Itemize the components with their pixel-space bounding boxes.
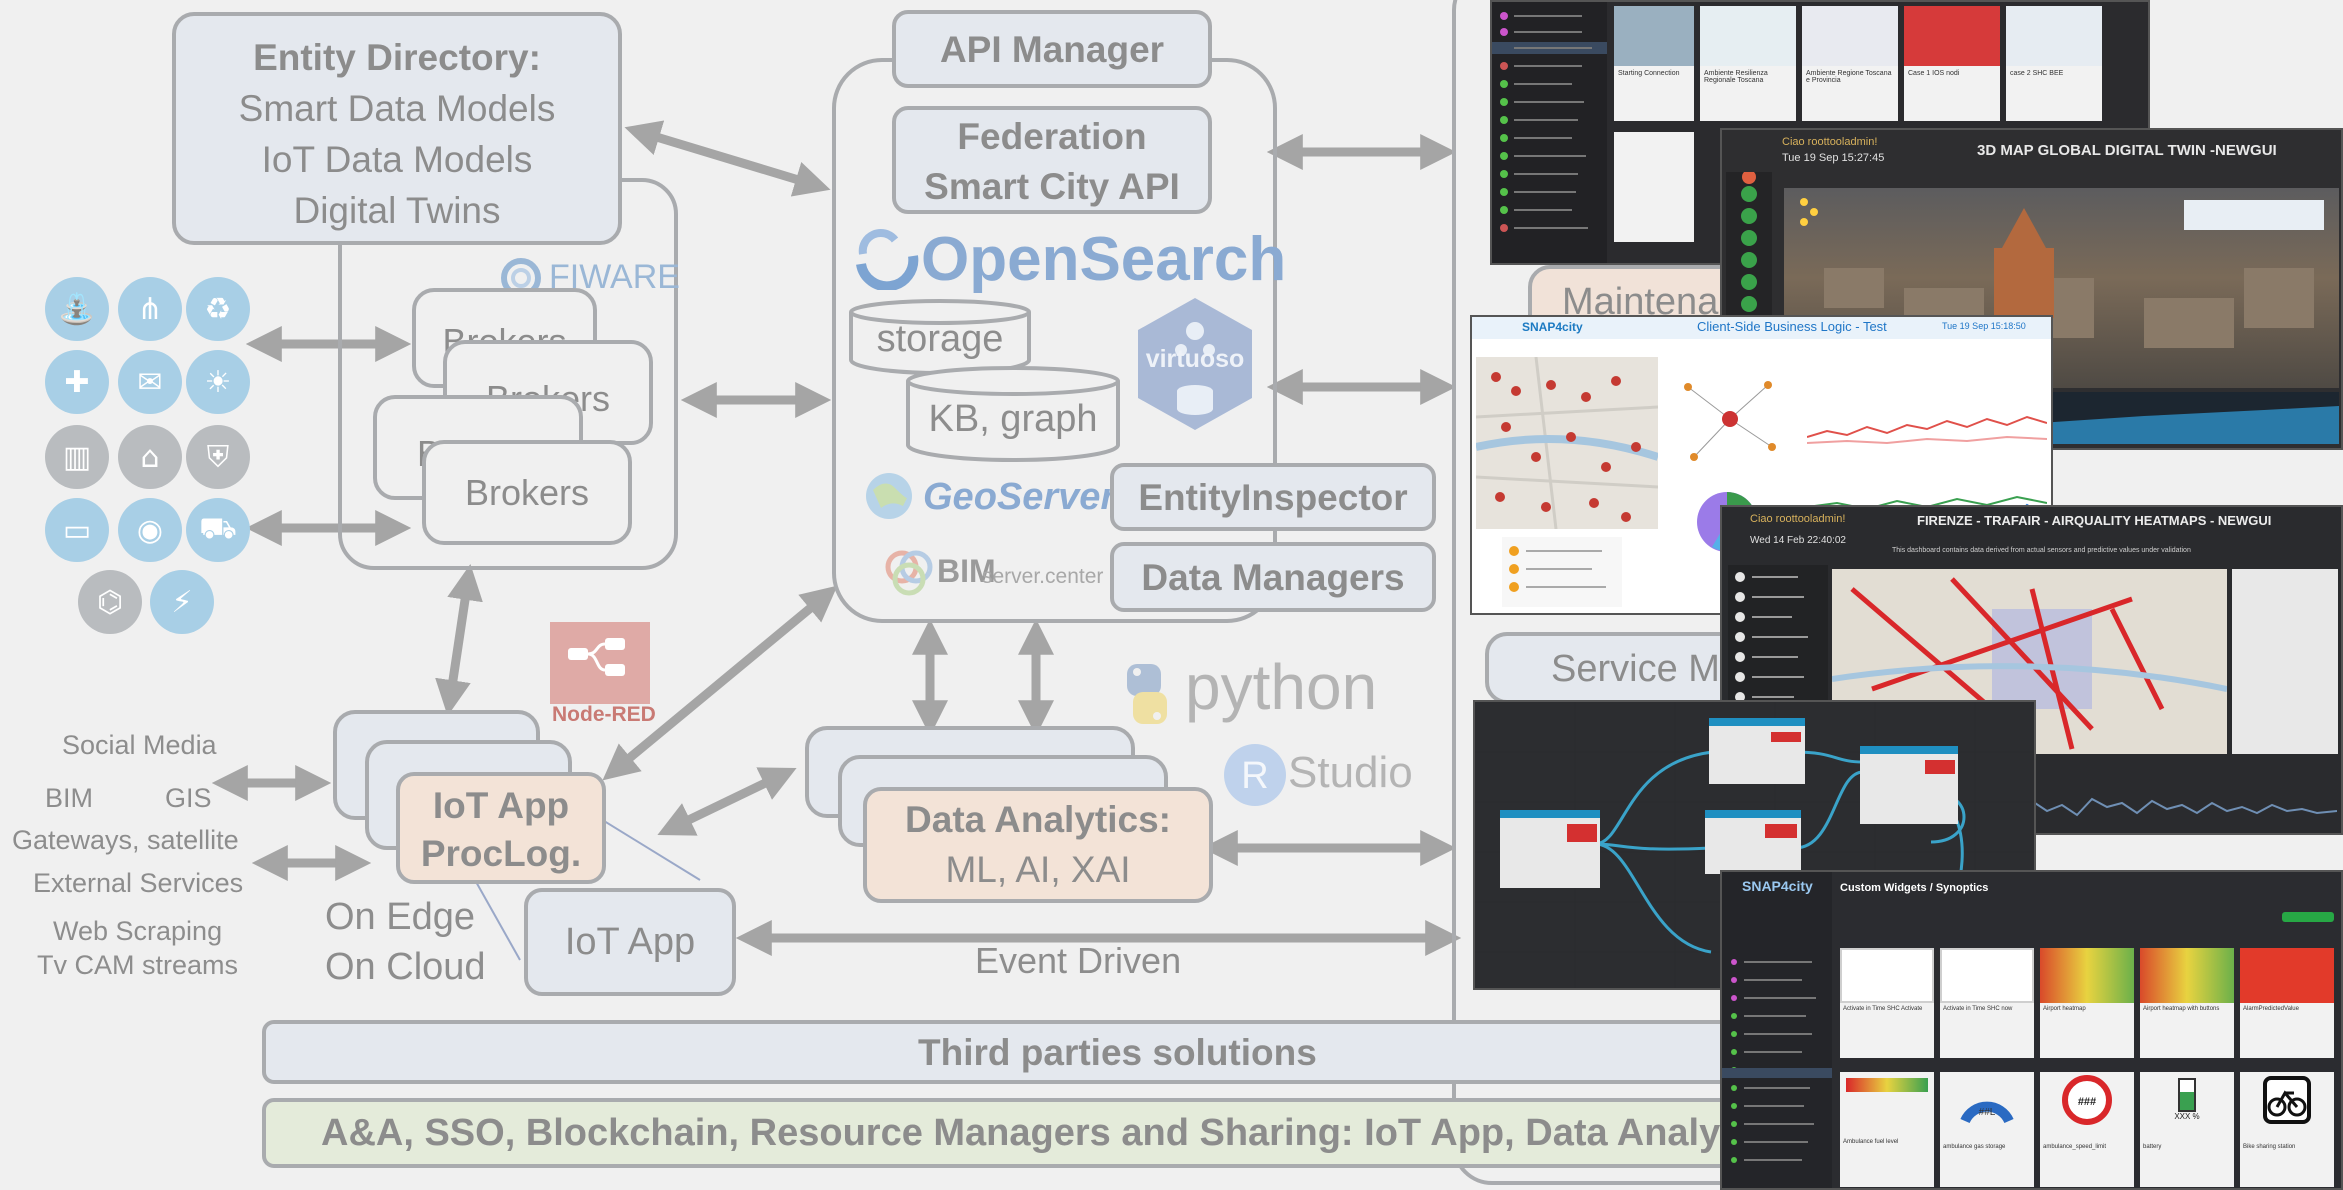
entity-directory-line: Digital Twins: [293, 190, 501, 231]
widget-card: Activate in Time SHC now: [1940, 948, 2034, 1058]
event-driven-label: Event Driven: [975, 940, 1182, 981]
service-box-partial: Service M: [1485, 632, 1745, 704]
dashboard-card: case 2 SHC BEE: [2006, 6, 2102, 121]
dashboard-sidebar: [1492, 2, 1607, 263]
client-side-legend: [1502, 537, 1622, 607]
cctv-camera-icon: ◉: [118, 498, 182, 562]
source-external-services: External Services: [33, 868, 244, 898]
svg-text:R: R: [1241, 755, 1268, 797]
entity-directory-line: IoT Data Models: [261, 139, 533, 180]
client-side-graph: [1668, 357, 1793, 482]
source-tv-cam: Tv CAM streams: [37, 950, 239, 980]
cloud-divider-line: [474, 879, 521, 961]
arrow-brokers-to-iotapp: [435, 563, 483, 717]
laptop-icon: ▭: [45, 498, 109, 562]
dashboard-card: Starting Connection: [1614, 6, 1694, 121]
entity-inspector-box: EntityInspector: [1110, 463, 1436, 531]
arrow-iotapp-to-analytics: [657, 767, 797, 836]
security-shield-icon: ⛨: [186, 425, 250, 489]
network-share-icon: ⋔: [118, 277, 182, 341]
widget-card: Airport heatmap with buttons: [2140, 948, 2234, 1058]
graduation-cap-icon: ⌬: [78, 570, 142, 634]
federation-box: Federation Smart City API: [892, 106, 1212, 214]
kb-graph-label: KB, graph: [928, 398, 1098, 440]
source-bim: BIM: [45, 783, 94, 813]
aa-sso-bar: A&A, SSO, Blockchain, Resource Managers …: [262, 1098, 2343, 1168]
data-managers-box: Data Managers: [1110, 542, 1436, 612]
source-gis: GIS: [165, 783, 212, 813]
widget-card: XXX %battery: [2140, 1072, 2234, 1187]
energy-bolt-icon: ⚡: [150, 570, 214, 634]
dashboard-card: Ambiente Regione Toscana e Provincia: [1802, 6, 1898, 121]
smart-home-icon: ⌂: [118, 425, 182, 489]
iot-proclog-box: IoT App ProcLog.: [396, 772, 606, 884]
kb-graph-cylinder: [906, 366, 1120, 462]
medical-kit-icon: ✚: [45, 350, 109, 414]
arrow-entity-to-api: [624, 120, 831, 197]
light-bulb-icon: ☀: [186, 350, 250, 414]
dashboard-card: Ambiente Resilienza Regionale Toscana: [1700, 6, 1796, 121]
heatmaps-info-panel: [2232, 569, 2338, 754]
opensearch-logo: OpenSearch: [855, 225, 1286, 295]
chat-bubble-icon: ✉: [118, 350, 182, 414]
svg-text:##L: ##L: [1979, 1107, 1996, 1118]
on-cloud-label: On Cloud: [325, 946, 486, 988]
entity-directory-title: Entity Directory:: [253, 37, 541, 78]
widgets-sidebar: SNAP4city: [1722, 872, 1832, 1188]
entity-directory-line: Smart Data Models: [238, 88, 556, 129]
virtuoso-label: virtuoso: [1145, 345, 1245, 373]
iot-app-box: IoT App: [524, 888, 736, 996]
new-widget-button[interactable]: [2282, 912, 2334, 922]
python-logo: python: [1115, 651, 1377, 735]
geoserver-logo: GeoServer: [863, 470, 1115, 527]
widget-card: AlarmPredictedValue: [2240, 948, 2334, 1058]
node-red-label: Node-RED: [552, 703, 656, 726]
broker-card-front: Brokers: [422, 440, 632, 545]
widget-card: Ambulance fuel level: [1840, 1072, 1934, 1187]
dashboard-card: [1614, 132, 1694, 242]
virtuoso-logo: [1138, 298, 1252, 430]
data-analytics-box: Data Analytics: ML, AI, XAI: [863, 787, 1213, 903]
api-manager-box: API Manager: [892, 10, 1212, 88]
widget-card: Airport heatmap: [2040, 948, 2134, 1058]
widget-card: Activate in Time SHC Activate: [1840, 948, 1934, 1058]
source-web-scraping: Web Scraping: [53, 916, 223, 946]
source-gateways: Gateways, satellite: [12, 825, 239, 855]
widget-card: ###ambulance_speed_limit: [2040, 1072, 2134, 1187]
client-side-line-chart-1: [1806, 357, 2048, 457]
node-red-logo: [550, 622, 650, 704]
storage-cylinder: [849, 299, 1031, 375]
widgets-screenshot: SNAP4city Custom Widgets / Synoptics Act…: [1720, 870, 2343, 1190]
broker-card: Brokers: [443, 340, 653, 445]
entity-directory-box: Entity Directory: Smart Data Models IoT …: [172, 12, 622, 245]
car-icon: ⛟: [186, 498, 250, 562]
recycle-icon: ♻: [186, 277, 250, 341]
client-side-map: [1475, 356, 1660, 530]
source-social-media: Social Media: [62, 730, 217, 760]
arrow-iotapp-to-storage: [602, 585, 838, 781]
client-side-header: SNAP4city Client-Side Business Logic - T…: [1472, 317, 2051, 339]
building-icon: ▥: [45, 425, 109, 489]
rstudio-logo: R Studio: [1222, 742, 1413, 813]
heatmaps-screenshot: FIRENZE - TRAFAIR - AIRQUALITY HEATMAPS …: [1720, 505, 2343, 835]
widget-card: Bike sharing station: [2240, 1072, 2334, 1187]
svg-text:###: ###: [2078, 1096, 2096, 1108]
on-edge-label: On Edge: [325, 896, 475, 938]
storage-label: storage: [876, 318, 1004, 360]
water-tap-icon: ⛲: [45, 277, 109, 341]
bimserver-logo: BIM server.center: [882, 545, 1103, 606]
dashboard-card: Case 1 IOS nodi: [1904, 6, 2000, 121]
